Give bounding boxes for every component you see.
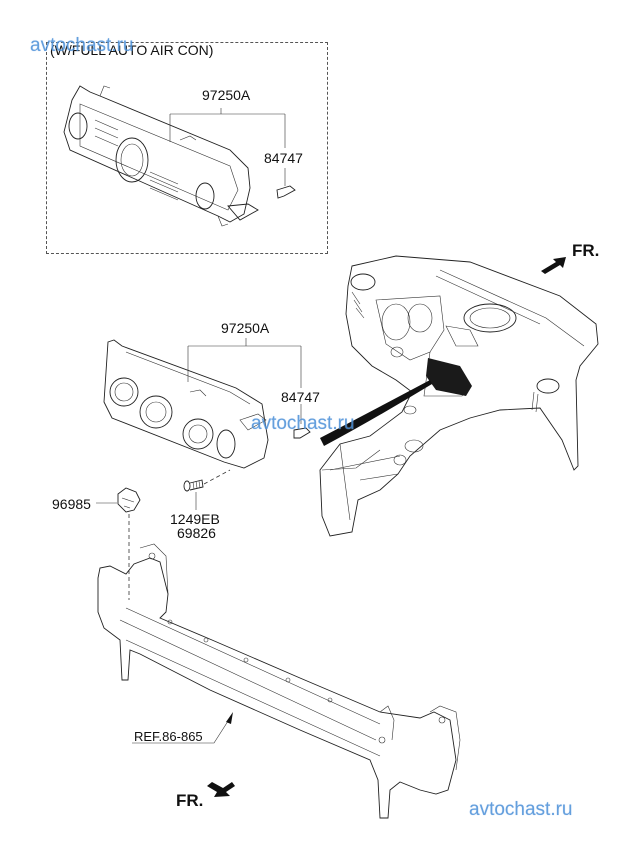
- callout-screw-1[interactable]: 1249EB: [170, 511, 220, 527]
- watermark-middle: avtochast.ru: [251, 413, 355, 434]
- reference-arrowhead-icon: [226, 712, 233, 724]
- reference-leader: [132, 717, 231, 744]
- upper-heater-control-panel[interactable]: [63, 85, 259, 227]
- dashboard-heater-opening: [426, 358, 472, 396]
- screw[interactable]: [183, 479, 204, 492]
- callout-lower-clip[interactable]: 84747: [281, 389, 320, 405]
- lower-heater-control-panel[interactable]: [103, 339, 269, 469]
- sensor[interactable]: [117, 487, 141, 513]
- lower-leader-lines: [187, 338, 302, 424]
- full-auto-air-con-group: [46, 42, 328, 254]
- callout-reference[interactable]: REF.86-865: [134, 729, 203, 744]
- upper-leader-lines: [169, 108, 286, 186]
- watermark-top: avtochast.ru: [30, 35, 134, 56]
- dashboard-assembly: [319, 255, 599, 537]
- callout-upper-clip[interactable]: 84747: [264, 150, 303, 166]
- watermark-bottom: avtochast.ru: [469, 799, 573, 820]
- callout-sensor[interactable]: 96985: [52, 496, 91, 512]
- callout-screw-2[interactable]: 69826: [177, 525, 216, 541]
- callout-lower-unit[interactable]: 97250A: [221, 320, 270, 336]
- lower-clip[interactable]: [293, 427, 311, 439]
- callout-upper-unit[interactable]: 97250A: [202, 87, 251, 103]
- crash-pad-crossbar: [97, 543, 461, 819]
- installation-arrow: [320, 380, 432, 446]
- upper-clip[interactable]: [276, 185, 296, 199]
- front-label-bottom: FR.: [176, 791, 204, 810]
- group-caption: (W/FULL AUTO AIR CON): [50, 42, 214, 58]
- front-arrow-top-icon: [541, 257, 566, 274]
- front-arrow-bottom-icon: [207, 782, 235, 797]
- front-label-top: FR.: [572, 241, 600, 260]
- screw-guide-line: [203, 469, 231, 485]
